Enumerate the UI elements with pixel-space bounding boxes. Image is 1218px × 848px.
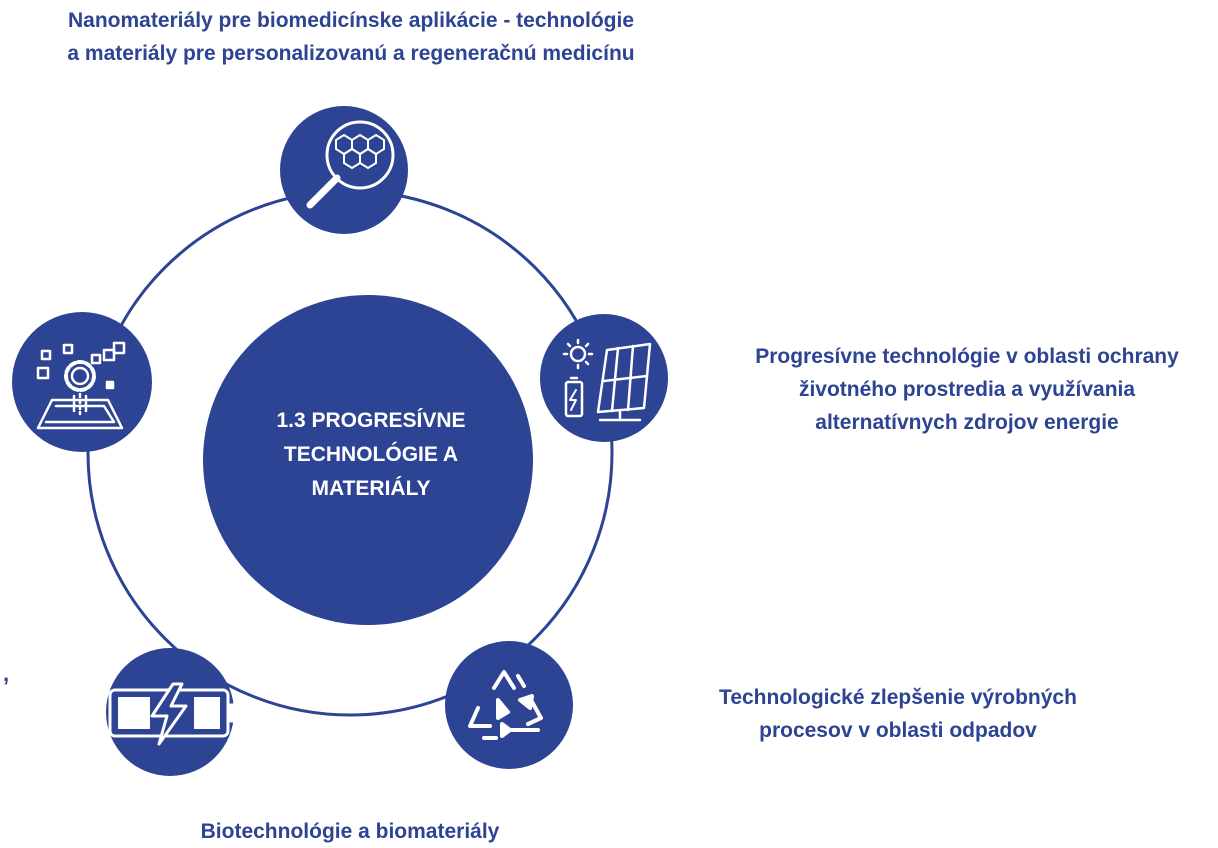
label-waste: Technologické zlepšenie výrobných proces…: [674, 681, 1122, 747]
node-left: [12, 312, 152, 452]
center-hub: [203, 295, 533, 625]
label-line: životného prostredia a využívania: [798, 378, 1136, 401]
label-biotech: Biotechnológie a biomateriály: [150, 815, 550, 848]
node-bottom-right: [445, 641, 573, 769]
stray-comma: ,: [3, 661, 10, 686]
recycle-icon: [468, 670, 543, 740]
node-top: [280, 106, 408, 234]
label-nanomaterials: Nanomateriály pre biomedicínske aplikáci…: [0, 4, 702, 70]
battery-charge-icon: [108, 682, 236, 746]
label-line: Nanomateriály pre biomedicínske aplikáci…: [67, 9, 634, 32]
center-title: 1.3 PROGRESÍVNE TECHNOLÓGIE A MATERIÁLY: [236, 404, 506, 506]
node-bottom-left: [106, 648, 236, 776]
magnifier-hexagon-icon: [306, 120, 395, 209]
label-line: Technologické zlepšenie výrobných: [719, 686, 1077, 709]
label-line: a materiály pre personalizovanú a regene…: [67, 42, 635, 65]
solar-panel-battery-icon: [562, 338, 652, 422]
center-title-line: 1.3 PROGRESÍVNE: [276, 409, 466, 432]
label-line: procesov v oblasti odpadov: [759, 719, 1037, 742]
label-line: alternatívnych zdrojov energie: [815, 411, 1119, 434]
label-line: Biotechnológie a biomateriály: [200, 820, 500, 843]
node-right: [540, 314, 668, 442]
label-environment: Progresívne technológie v oblasti ochran…: [712, 340, 1218, 439]
gear-tablet-icon: [36, 341, 126, 430]
label-line: Progresívne technológie v oblasti ochran…: [755, 345, 1179, 368]
center-title-line: MATERIÁLY: [311, 477, 431, 500]
center-title-line: TECHNOLÓGIE A: [283, 443, 459, 466]
